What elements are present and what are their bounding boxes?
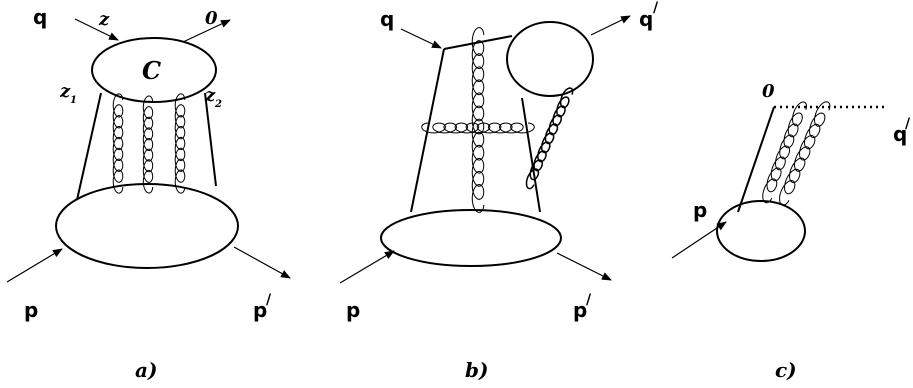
incoming-q-line-b xyxy=(400,28,442,49)
label-p-a: p xyxy=(24,298,38,322)
panel-b: q q / p p / b) xyxy=(339,0,659,382)
quark-line-left-a xyxy=(76,92,102,201)
outgoing-line-a xyxy=(182,19,231,43)
proton-blob-c xyxy=(716,200,806,262)
caption-b: b) xyxy=(465,358,488,382)
label-p-c: p xyxy=(693,198,707,222)
gluon-a-3 xyxy=(174,93,186,194)
gluon-a-2 xyxy=(142,95,154,194)
upper-blob-b xyxy=(506,21,594,97)
label-p-prime-mark-b: / xyxy=(586,292,592,308)
label-q-prime-mark-c: / xyxy=(905,116,911,132)
panel-c: 0 q / p c) xyxy=(671,81,911,382)
label-q-prime-c: q xyxy=(893,122,907,146)
label-q-b: q xyxy=(380,7,394,31)
label-z-a: z xyxy=(98,9,110,30)
outgoing-p-line-b xyxy=(556,252,612,281)
proton-blob-b xyxy=(380,209,562,267)
label-z2-sub: 2 xyxy=(214,99,222,110)
gluon-b-horizontal xyxy=(421,122,535,134)
incoming-p-line-c xyxy=(671,221,727,259)
label-q-a: q xyxy=(33,5,47,29)
quark-line-left-b xyxy=(410,48,445,213)
label-p-prime-b: p xyxy=(573,298,587,322)
label-c: C xyxy=(142,56,161,85)
label-p-prime-a: p xyxy=(253,298,267,322)
caption-c: c) xyxy=(775,358,797,382)
label-zero-a: 0 xyxy=(205,8,218,29)
incoming-p-line-b xyxy=(339,250,395,284)
proton-blob-a xyxy=(55,183,239,269)
label-q-prime-b: q xyxy=(639,7,653,31)
gluon-b-side xyxy=(525,87,574,190)
incoming-q-line-a xyxy=(74,18,119,41)
label-zero-c: 0 xyxy=(762,81,775,102)
caption-a: a) xyxy=(135,358,157,382)
incoming-p-line-a xyxy=(6,248,63,283)
quark-line-right-a xyxy=(204,92,217,187)
label-z1-sub: 1 xyxy=(70,95,77,106)
quark-line-c xyxy=(737,106,775,213)
outgoing-q-line-b xyxy=(590,15,631,36)
panel-a: q z 0 C z 1 z 2 p p / a) xyxy=(6,5,291,382)
label-z1: z xyxy=(59,81,71,102)
gluon-c-2 xyxy=(779,101,831,206)
c-blob xyxy=(91,37,217,103)
outgoing-p-line-a xyxy=(233,246,291,279)
gluon-a-1 xyxy=(112,93,124,194)
label-p-b: p xyxy=(346,298,360,322)
label-q-prime-mark-b: / xyxy=(653,0,659,16)
label-p-prime-mark-a: / xyxy=(266,292,272,308)
gluon-b-vertical xyxy=(471,27,485,213)
gluon-c-1 xyxy=(762,101,808,204)
label-z2: z xyxy=(204,85,216,106)
quark-line-top-b xyxy=(443,35,513,50)
quark-line-right-b xyxy=(521,97,541,213)
